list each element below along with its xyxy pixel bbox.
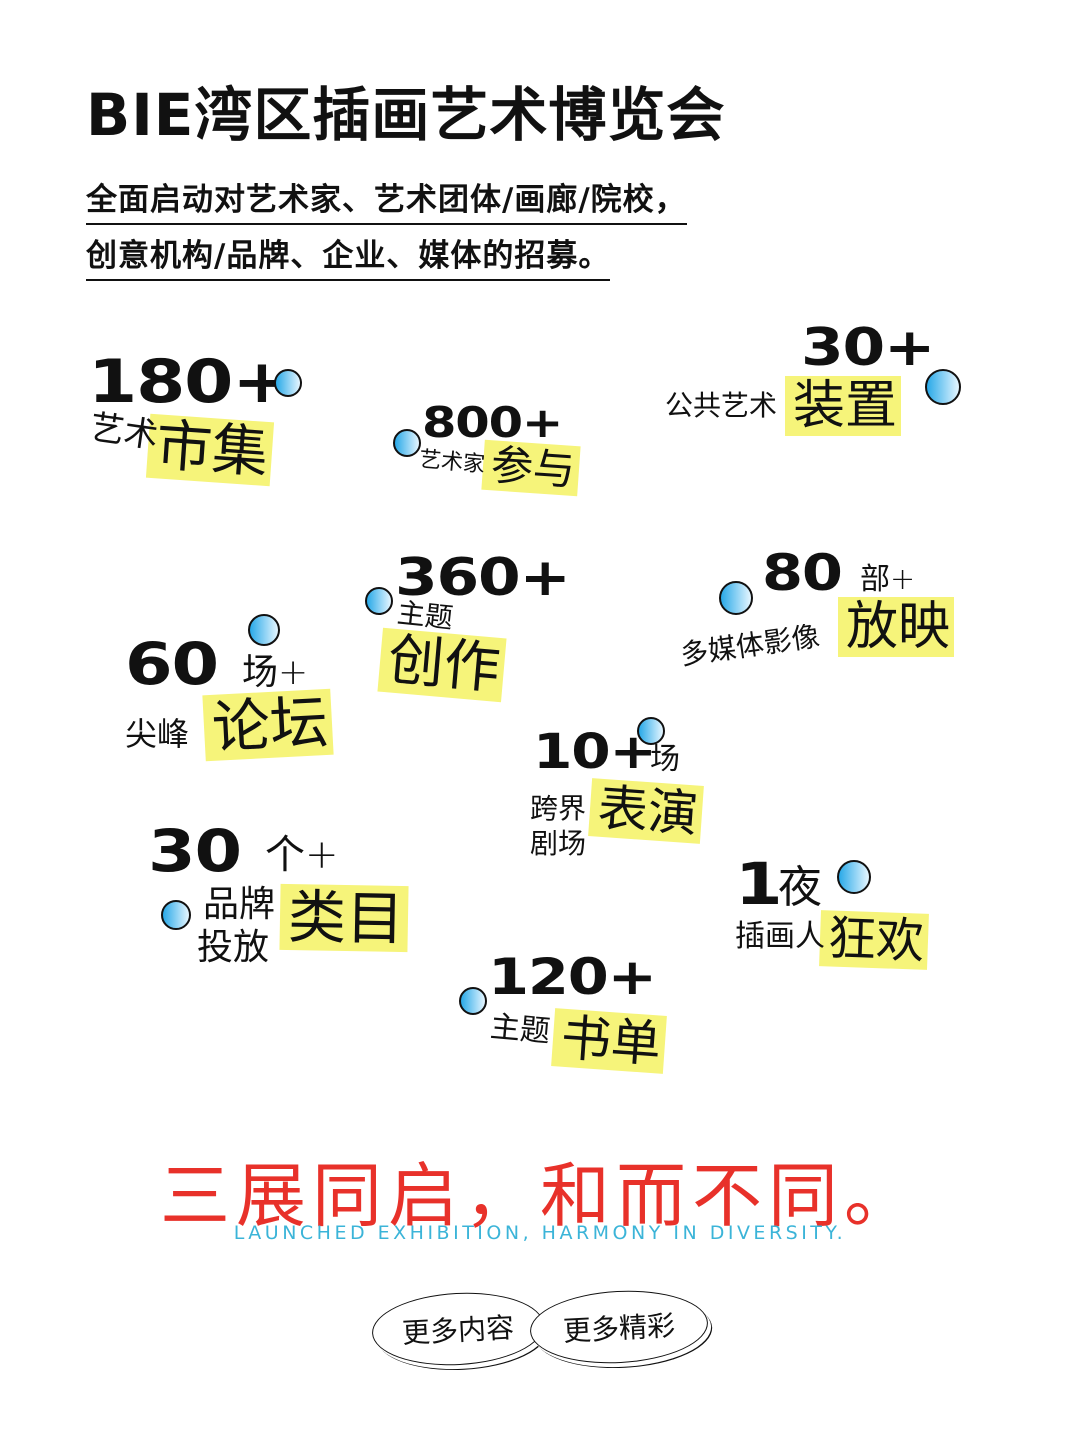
stat-label: 艺术 bbox=[87, 407, 161, 457]
stat-label: 品牌 bbox=[203, 884, 276, 925]
stat-unit: 部+ bbox=[860, 562, 916, 597]
bubble-icon bbox=[719, 581, 753, 615]
bubble-icon bbox=[248, 614, 280, 646]
stat-number: 10+ bbox=[533, 724, 657, 780]
more-highlights-button[interactable]: 更多精彩 bbox=[528, 1286, 710, 1368]
bubble-icon bbox=[837, 860, 871, 894]
stat-label: 插画人 bbox=[735, 919, 825, 954]
stat-label: 主题 bbox=[395, 596, 455, 635]
stat-number: 800+ bbox=[422, 398, 563, 447]
stat-number: 80 bbox=[762, 544, 843, 602]
stat-label: 尖峰 bbox=[125, 715, 190, 753]
bubble-icon bbox=[161, 900, 191, 930]
stat-highlight: 市集 bbox=[145, 413, 275, 487]
bubble-icon bbox=[637, 717, 665, 745]
stat-unit: 场 bbox=[650, 742, 680, 777]
stat-highlight: 类目 bbox=[279, 883, 409, 953]
stat-highlight: 放映 bbox=[838, 597, 955, 657]
bubble-icon bbox=[393, 429, 421, 457]
stat-highlight: 装置 bbox=[785, 376, 902, 436]
stat-highlight: 书单 bbox=[551, 1008, 667, 1074]
stat-label: 主题 bbox=[488, 1009, 552, 1050]
stat-highlight: 狂欢 bbox=[819, 910, 929, 970]
bubble-icon bbox=[459, 987, 487, 1015]
subtitle-line-1: 全面启动对艺术家、艺术团体/画廊/院校， bbox=[86, 174, 687, 225]
bubble-icon bbox=[274, 369, 302, 397]
slogan-english: LAUNCHED EXHIBITION, HARMONY IN DIVERSIT… bbox=[233, 1222, 847, 1244]
stat-unit: 个+ bbox=[265, 832, 339, 878]
stat-number: 1 bbox=[735, 850, 783, 918]
stat-unit: 场+ bbox=[242, 652, 309, 693]
stat-label-2: 投放 bbox=[197, 927, 270, 968]
stat-highlight: 表演 bbox=[588, 778, 704, 844]
stat-label: 公共艺术 bbox=[665, 389, 778, 422]
stat-number: 30 bbox=[148, 817, 242, 885]
more-highlights-label: 更多精彩 bbox=[562, 1309, 676, 1348]
more-content-button[interactable]: 更多内容 bbox=[370, 1288, 546, 1370]
subtitle-line-2: 创意机构/品牌、企业、媒体的招募。 bbox=[86, 230, 611, 281]
stat-highlight: 创作 bbox=[377, 627, 507, 703]
more-content-label: 更多内容 bbox=[401, 1311, 515, 1350]
bubble-icon bbox=[925, 369, 961, 405]
stat-label: 多媒体影像 bbox=[678, 619, 822, 672]
stat-unit: 夜 bbox=[778, 862, 822, 913]
slogan: 三展同启，和而不同。 bbox=[160, 1155, 920, 1237]
stat-number: 180+ bbox=[88, 347, 292, 417]
stat-number: 60 bbox=[125, 630, 219, 698]
page-title: BIE湾区插画艺术博览会 bbox=[86, 81, 726, 149]
stat-label: 跨界 bbox=[530, 792, 587, 825]
bubble-icon bbox=[365, 587, 393, 615]
stat-number: 30+ bbox=[801, 318, 935, 378]
stat-label-2: 剧场 bbox=[530, 827, 587, 860]
stat-label: 艺术家 bbox=[418, 447, 487, 478]
stat-highlight: 论坛 bbox=[202, 688, 334, 762]
stat-highlight: 参与 bbox=[481, 439, 581, 497]
stat-number: 120+ bbox=[488, 948, 657, 1006]
stat-number: 360+ bbox=[395, 548, 571, 608]
